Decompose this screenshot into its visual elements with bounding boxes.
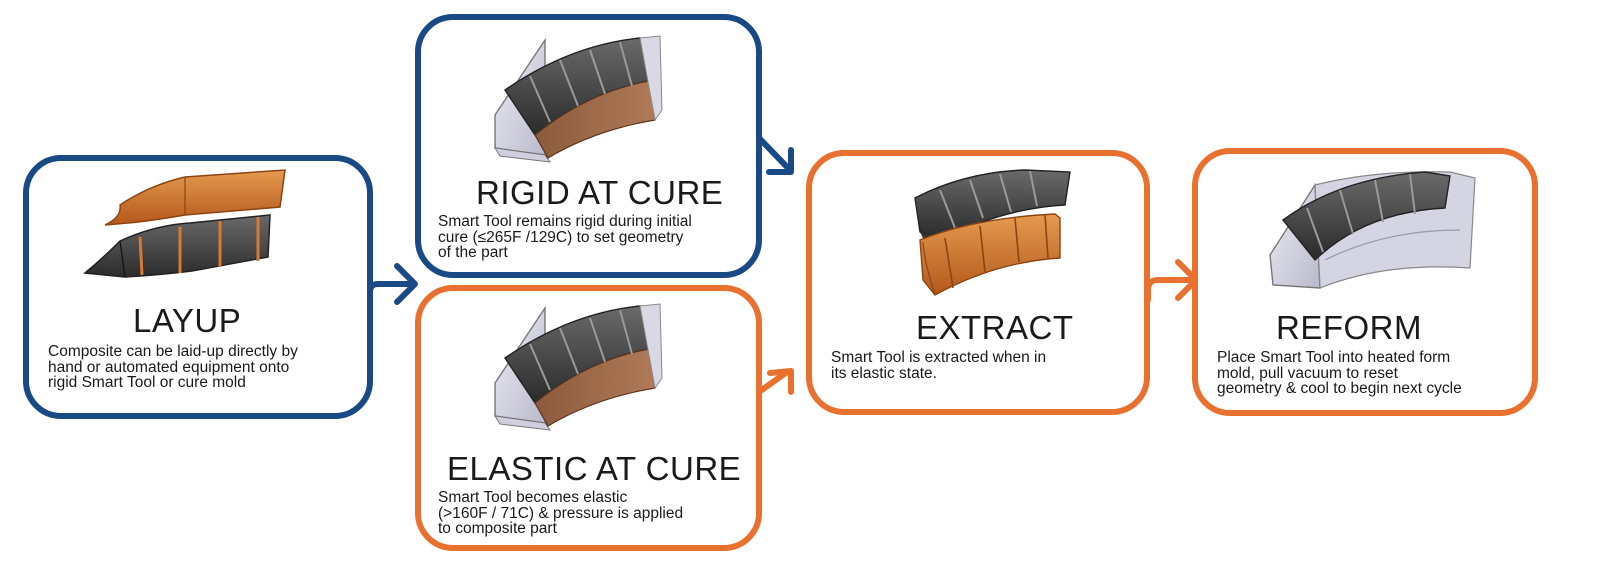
arrowhead-rigid-to-extract: [766, 147, 794, 175]
arrowhead-layup-to-rigid: [394, 263, 418, 305]
extract-illustration: [914, 169, 1071, 296]
elastic-illustration: [494, 303, 663, 431]
connector-elastic-to-extract: [756, 369, 790, 403]
rigid-illustration: [494, 35, 663, 163]
reform-illustration: [1269, 171, 1476, 289]
elastic-title: ELASTIC AT CURE: [447, 450, 742, 487]
reform-title: REFORM: [1276, 309, 1422, 346]
layup-illustration: [83, 169, 286, 278]
layup-description: Composite can be laid-up directly by han…: [48, 343, 298, 391]
layup-title: LAYUP: [133, 302, 242, 339]
step-elastic-at-cure: [415, 285, 762, 551]
arrowhead-elastic-to-extract: [767, 368, 794, 395]
rigid-title: RIGID AT CURE: [476, 174, 724, 211]
extract-description: Smart Tool is extracted when in its elas…: [831, 349, 1047, 382]
reform-description: Place Smart Tool into heated form mold, …: [1217, 349, 1462, 397]
extract-title: EXTRACT: [916, 309, 1074, 346]
connector-rigid-to-extract: [756, 125, 791, 171]
elastic-description: Smart Tool becomes elastic (>160F / 71C)…: [438, 489, 684, 537]
rigid-description: Smart Tool remains rigid during initial …: [438, 213, 692, 261]
tool-with-composite-layup-icon: [104, 169, 286, 226]
